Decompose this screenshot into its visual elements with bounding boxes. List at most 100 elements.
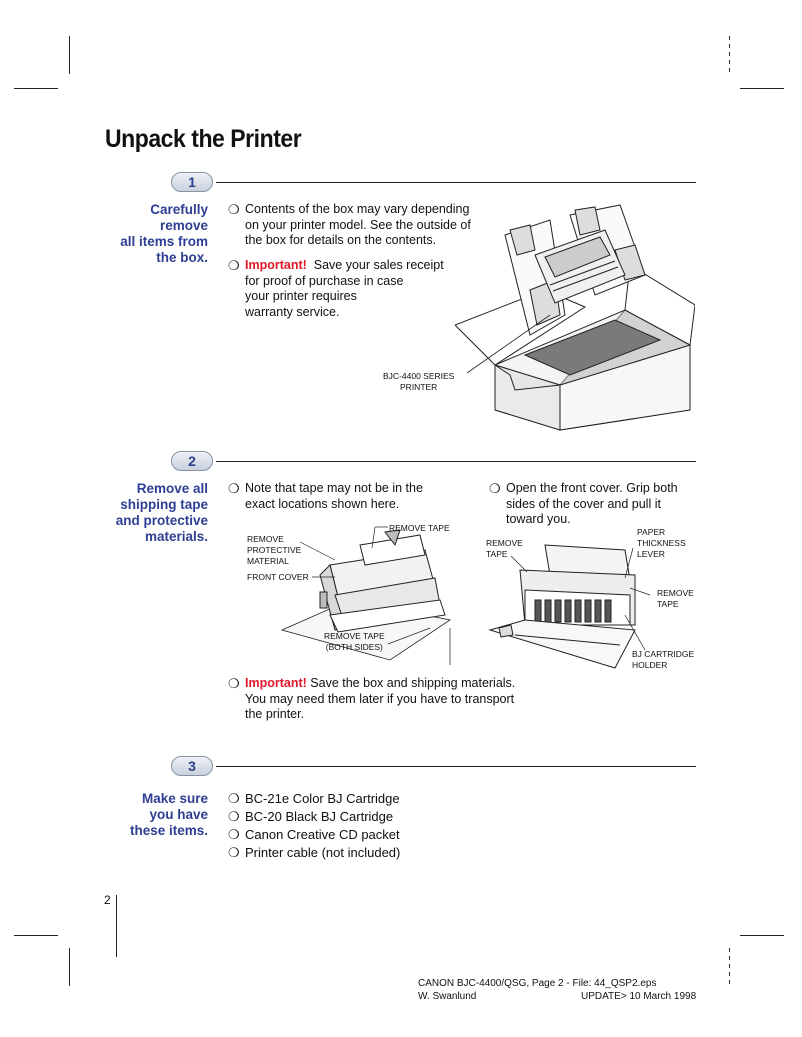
heading-line: Carefully remove: [150, 202, 208, 233]
callout-line: BJC-4400 SERIES: [383, 371, 455, 381]
heading-line: you have: [149, 807, 208, 822]
callout-line: PRINTER: [400, 382, 438, 392]
heading-line: and protective: [115, 513, 208, 528]
callout-label: REMOVE TAPE (BOTH SIDES): [324, 631, 385, 653]
callout-label: REMOVE TAPE: [486, 538, 523, 560]
page-number-rule: [116, 895, 117, 957]
heading-line: Remove all: [136, 481, 208, 496]
open-circle-bullet-icon: ❍: [228, 845, 240, 860]
step-divider: [216, 461, 696, 462]
step-divider: [216, 766, 696, 767]
callout-line: REMOVE: [657, 588, 694, 598]
text-line: You may need them later if you have to t…: [245, 691, 515, 706]
open-circle-bullet-icon: ❍: [228, 481, 240, 496]
heading-line: all items from: [120, 234, 208, 249]
important-label: Important!: [245, 676, 307, 690]
text-line: your printer requires: [245, 289, 357, 303]
text-line: Note that tape may not be in the: [245, 481, 423, 495]
bullet-item: ❍ Important! Save the box and shipping m…: [228, 676, 548, 723]
list-item: ❍ BC-21e Color BJ Cartridge: [228, 791, 400, 807]
page-title: Unpack the Printer: [105, 125, 302, 153]
callout-label: BJC-4400 SERIES PRINTER: [383, 371, 454, 393]
text-line: Save your sales receipt: [313, 258, 444, 272]
printer-in-box-illustration: [455, 204, 695, 431]
bullet-item: ❍ Note that tape may not be in the exact…: [228, 481, 458, 512]
footer-author: W. Swanlund: [418, 991, 477, 1002]
step-number-badge: 1: [171, 172, 213, 192]
callout-line: HOLDER: [632, 660, 668, 670]
callout-line: PAPER: [637, 527, 666, 537]
crop-mark: [729, 948, 730, 986]
crop-mark: [14, 935, 58, 936]
callout-line: MATERIAL: [247, 556, 289, 566]
bullet-item: ❍ Open the front cover. Grip both sides …: [489, 481, 699, 528]
open-circle-bullet-icon: ❍: [228, 791, 240, 806]
bullet-item: ❍ Important! Save your sales receipt for…: [228, 258, 458, 320]
important-label: Important!: [245, 258, 307, 272]
text-line: sides of the cover and pull it: [506, 496, 661, 511]
text-line: the box for details on the contents.: [245, 233, 437, 247]
heading-line: materials.: [144, 529, 208, 544]
callout-label: REMOVE TAPE: [657, 588, 694, 610]
callout-label: PAPER THICKNESS LEVER: [637, 527, 686, 560]
text-line: the printer.: [245, 707, 305, 721]
callout-line: TAPE: [657, 599, 679, 609]
text-line: for proof of purchase in case: [245, 273, 404, 288]
callout-label: FRONT COVER: [247, 572, 309, 582]
list-item: ❍ Canon Creative CD packet: [228, 827, 400, 843]
text-line: warranty service.: [245, 304, 340, 319]
step-divider: [216, 182, 696, 183]
open-circle-bullet-icon: ❍: [489, 481, 501, 496]
open-circle-bullet-icon: ❍: [228, 809, 240, 824]
callout-line: LEVER: [637, 549, 665, 559]
text-line: Open the front cover. Grip both: [506, 481, 678, 495]
callout-label: REMOVE TAPE: [389, 523, 450, 533]
crop-mark: [729, 36, 730, 74]
crop-mark: [69, 36, 70, 74]
heading-line: Make sure: [141, 791, 208, 806]
crop-mark: [14, 88, 58, 89]
heading-line: these items.: [129, 823, 208, 838]
text-line: Contents of the box may vary depending: [245, 202, 470, 216]
list-item-label: Printer cable (not included): [245, 845, 401, 860]
text-line: toward you.: [506, 512, 571, 526]
heading-line: the box.: [156, 250, 208, 265]
callout-line: BJ CARTRIDGE: [632, 649, 695, 659]
text-line: exact locations shown here.: [245, 496, 400, 511]
list-item: ❍ Printer cable (not included): [228, 845, 400, 861]
callout-line: REMOVE: [486, 538, 523, 548]
list-item: ❍ BC-20 Black BJ Cartridge: [228, 809, 393, 825]
callout-label: REMOVE PROTECTIVE MATERIAL: [247, 534, 301, 567]
callout-line: THICKNESS: [637, 538, 686, 548]
text-line: Save the box and shipping materials.: [310, 676, 516, 690]
step-number-badge: 2: [171, 451, 213, 471]
list-item-label: BC-21e Color BJ Cartridge: [245, 791, 400, 806]
callout-line: REMOVE TAPE: [324, 631, 385, 641]
callout-line: (BOTH SIDES): [325, 642, 383, 652]
page-number: 2: [104, 893, 111, 907]
open-circle-bullet-icon: ❍: [228, 676, 240, 691]
heading-line: shipping tape: [120, 497, 208, 512]
open-circle-bullet-icon: ❍: [228, 827, 240, 842]
list-item-label: Canon Creative CD packet: [245, 827, 400, 842]
step-heading: Remove all shipping tape and protective …: [100, 481, 208, 545]
open-circle-bullet-icon: ❍: [228, 202, 240, 217]
crop-mark: [740, 935, 784, 936]
footer-update: UPDATE> 10 March 1998: [581, 991, 697, 1002]
printer-open-cover-illustration: [488, 544, 651, 669]
step-heading: Make sure you have these items.: [100, 791, 208, 839]
printer-tape-illustration: [280, 526, 452, 665]
text-line: on your printer model. See the outside o…: [245, 217, 471, 232]
footer-file-info: CANON BJC-4400/QSG, Page 2 - File: 44_QS…: [418, 978, 657, 989]
callout-line: TAPE: [486, 549, 508, 559]
crop-mark: [69, 948, 70, 986]
step-number-badge: 3: [171, 756, 213, 776]
list-item-label: BC-20 Black BJ Cartridge: [245, 809, 394, 824]
callout-label: BJ CARTRIDGE HOLDER: [632, 649, 694, 671]
crop-mark: [740, 88, 784, 89]
callout-line: PROTECTIVE: [247, 545, 302, 555]
step-heading: Carefully remove all items from the box.: [100, 202, 208, 266]
open-circle-bullet-icon: ❍: [228, 258, 240, 273]
bullet-item: ❍ Contents of the box may vary depending…: [228, 202, 488, 249]
callout-line: REMOVE: [247, 534, 284, 544]
